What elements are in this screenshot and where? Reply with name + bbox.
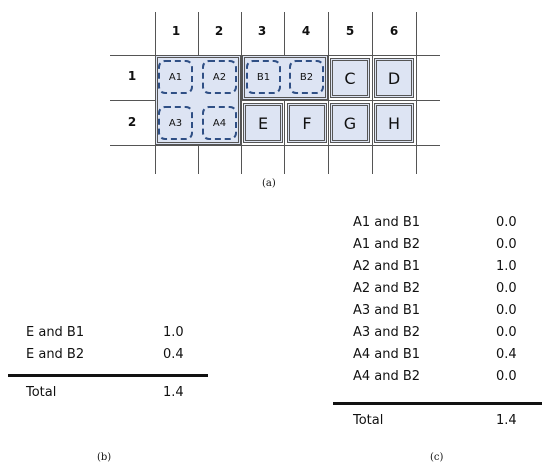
row-label: A2 and B1 bbox=[353, 259, 421, 274]
subcell-b1: B1 bbox=[246, 60, 281, 94]
block-h: H bbox=[374, 103, 414, 143]
column-header: 1 bbox=[171, 24, 181, 38]
row-label: A2 and B2 bbox=[353, 281, 421, 296]
row-value: 0.0 bbox=[496, 369, 517, 384]
total-rule bbox=[333, 402, 542, 405]
total-label: Total bbox=[26, 385, 57, 400]
row-value: 0.0 bbox=[496, 325, 517, 340]
row-label: E and B2 bbox=[26, 347, 85, 362]
total-label: Total bbox=[353, 413, 384, 428]
grid-line bbox=[416, 12, 417, 174]
block-f: F bbox=[287, 103, 327, 143]
caption-b: (b) bbox=[97, 452, 112, 463]
column-header: 4 bbox=[301, 24, 311, 38]
grid-diagram: 1 2 3 4 5 6 1 2 A1 A2 A3 A4 B1 B2 C D E … bbox=[0, 0, 550, 200]
row-header: 1 bbox=[127, 69, 137, 83]
table-c: A1 and B1 0.0 A1 and B2 0.0 A2 and B1 1.… bbox=[333, 212, 543, 437]
row-value: 1.0 bbox=[163, 325, 184, 340]
total-value: 1.4 bbox=[163, 385, 184, 400]
total-rule bbox=[8, 374, 208, 377]
caption-a: (a) bbox=[262, 178, 276, 189]
grid-line bbox=[372, 12, 373, 174]
row-label: E and B1 bbox=[26, 325, 85, 340]
row-label: A1 and B2 bbox=[353, 237, 421, 252]
row-value: 0.4 bbox=[163, 347, 184, 362]
row-label: A3 and B1 bbox=[353, 303, 421, 318]
subcell-b2: B2 bbox=[289, 60, 324, 94]
row-value: 0.0 bbox=[496, 237, 517, 252]
row-value: 0.0 bbox=[496, 215, 517, 230]
grid-line bbox=[110, 145, 440, 146]
subcell-a3: A3 bbox=[158, 106, 193, 140]
caption-c: (c) bbox=[430, 452, 444, 463]
column-header: 2 bbox=[214, 24, 224, 38]
subcell-a2: A2 bbox=[202, 60, 237, 94]
subcell-a1: A1 bbox=[158, 60, 193, 94]
block-g: G bbox=[330, 103, 370, 143]
subcell-a4: A4 bbox=[202, 106, 237, 140]
row-label: A4 and B2 bbox=[353, 369, 421, 384]
row-value: 1.0 bbox=[496, 259, 517, 274]
column-header: 5 bbox=[345, 24, 355, 38]
block-d: D bbox=[374, 58, 414, 98]
row-header: 2 bbox=[127, 115, 137, 129]
block-c: C bbox=[330, 58, 370, 98]
row-label: A1 and B1 bbox=[353, 215, 421, 230]
grid-line bbox=[328, 12, 329, 174]
grid-line bbox=[241, 12, 242, 174]
row-value: 0.0 bbox=[496, 303, 517, 318]
row-label: A4 and B1 bbox=[353, 347, 421, 362]
block-e: E bbox=[243, 103, 283, 143]
column-header: 3 bbox=[257, 24, 267, 38]
grid-line bbox=[110, 100, 440, 101]
column-header: 6 bbox=[389, 24, 399, 38]
row-label: A3 and B2 bbox=[353, 325, 421, 340]
total-value: 1.4 bbox=[496, 413, 517, 428]
row-value: 0.0 bbox=[496, 281, 517, 296]
row-value: 0.4 bbox=[496, 347, 517, 362]
table-b: E and B1 1.0 E and B2 0.4 Total 1.4 bbox=[8, 322, 208, 412]
